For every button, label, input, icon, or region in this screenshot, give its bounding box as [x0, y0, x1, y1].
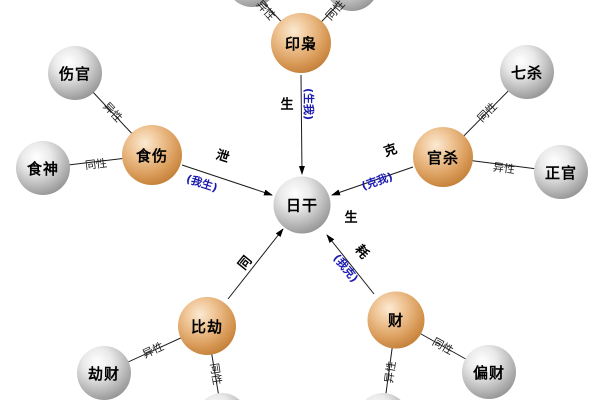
node-zhengguan: 正官	[534, 145, 588, 199]
node-shishang: 食伤	[122, 125, 182, 185]
node-zhengguan-label: 正官	[544, 163, 577, 182]
arrow-cai-rigan	[326, 234, 375, 295]
pair-label-shishen: 同性	[84, 156, 108, 173]
node-guansha-label: 官杀	[426, 148, 459, 167]
pair-label-bottom-left: 同性	[207, 362, 224, 386]
arrow-note-shengwo: (生我)	[302, 87, 315, 121]
arrow-guansha-rigan	[331, 166, 414, 196]
pair-label-zhengguan: 异性	[492, 160, 516, 177]
node-partial-bottom-right	[357, 393, 409, 400]
node-guansha: 官杀	[413, 127, 473, 187]
pair-label-bottom-right: 异性	[382, 360, 399, 384]
node-bijie: 比劫	[178, 297, 236, 355]
node-shangguan: 伤官	[48, 46, 102, 100]
node-piancai-label: 偏财	[472, 363, 505, 382]
node-qisha-label: 七杀	[510, 63, 543, 82]
node-yinxiao: 印枭	[271, 13, 331, 73]
node-shishang-label: 食伤	[135, 146, 168, 165]
node-shangguan-label: 伤官	[58, 64, 91, 83]
node-yinxiao-label: 印枭	[284, 34, 317, 53]
node-bijie-label: 比劫	[190, 317, 223, 336]
node-rigan: 日干	[273, 176, 331, 234]
node-shishen-label: 食神	[26, 159, 59, 178]
node-rigan-label: 日干	[285, 196, 318, 215]
node-partial-top-right	[325, 0, 379, 11]
arrow-bijie-rigan	[227, 228, 284, 300]
arrow-label-sheng-top: 生	[280, 97, 294, 113]
node-cai-label: 财	[387, 311, 404, 330]
node-cai: 财	[367, 291, 425, 349]
node-partial-bottom-left	[196, 393, 248, 400]
node-jiecai-label: 劫财	[87, 364, 120, 383]
arrow-label-sheng-bottom: 生	[344, 210, 358, 226]
node-jiecai: 劫财	[77, 346, 131, 400]
node-piancai: 偏财	[462, 345, 516, 399]
node-qisha: 七杀	[500, 45, 554, 99]
node-partial-top-left	[226, 0, 278, 7]
node-shishen: 食神	[16, 141, 70, 195]
arrow-yinxiao-rigan	[298, 74, 305, 175]
arrow-shishang-rigan	[181, 164, 273, 196]
